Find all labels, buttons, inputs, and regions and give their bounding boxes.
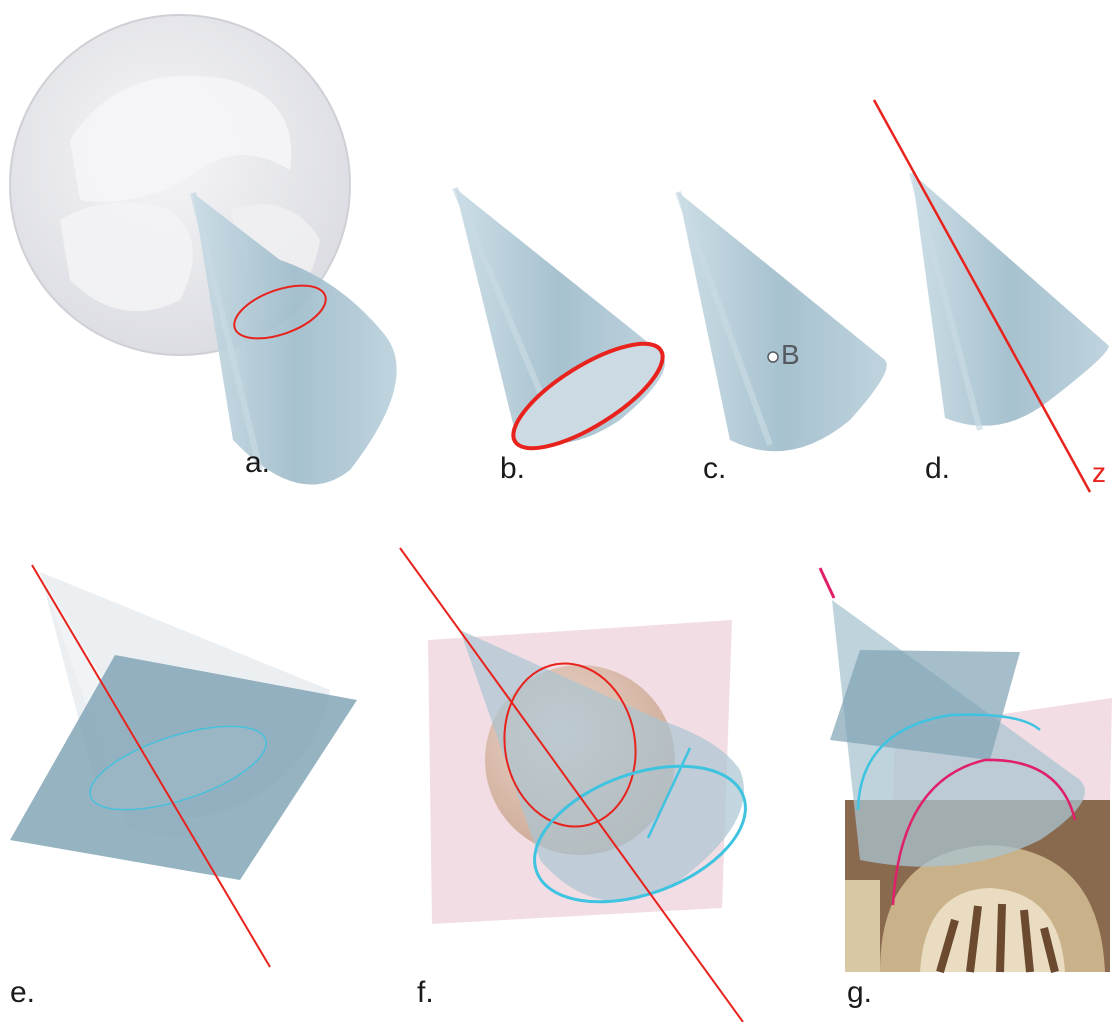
panel-a: a. [9,14,397,485]
panel-d: z d. [872,99,1109,493]
section-ellipse [533,764,747,904]
panel-label-g: g. [847,976,872,1009]
intersection-circle [233,284,327,340]
axis-label-z: z [1092,457,1106,488]
plane-blue [830,650,1020,760]
panel-label-a: a. [245,446,270,479]
architecture-voussoirs [936,903,1059,974]
axis-line [31,564,271,968]
axis-line [818,567,836,599]
point-label-b: B [781,339,800,370]
cone [678,192,887,452]
base-ellipse [511,341,665,451]
panel-label-c: c. [703,452,726,485]
axis-line [872,99,1092,493]
magenta-section-curve [891,758,1077,906]
panel-label-e: e. [10,976,35,1009]
tangent-circle [503,662,637,828]
cone [912,173,1109,426]
cone-edge [675,190,773,447]
section-ellipse [89,725,267,811]
point-marker [767,351,779,363]
cone-edge [909,172,983,431]
cone-edge [190,192,263,471]
section-chord [646,747,692,839]
architecture-left-column [845,880,880,972]
panel-label-d: d. [925,452,950,485]
sphere-inner-sheet [70,76,292,202]
panel-e: e. [10,564,357,1009]
cone [460,630,744,901]
cyan-section-curve [856,713,1041,811]
panel-label-f: f. [417,976,434,1009]
panel-b: b. [452,186,665,485]
panel-f: f. [399,547,747,1022]
panel-c: B c. [675,190,887,485]
axis-line [399,547,744,1022]
panel-label-b: b. [500,452,525,485]
panel-g: g. [818,567,1112,1009]
sphere-inner-sheet [60,202,193,312]
